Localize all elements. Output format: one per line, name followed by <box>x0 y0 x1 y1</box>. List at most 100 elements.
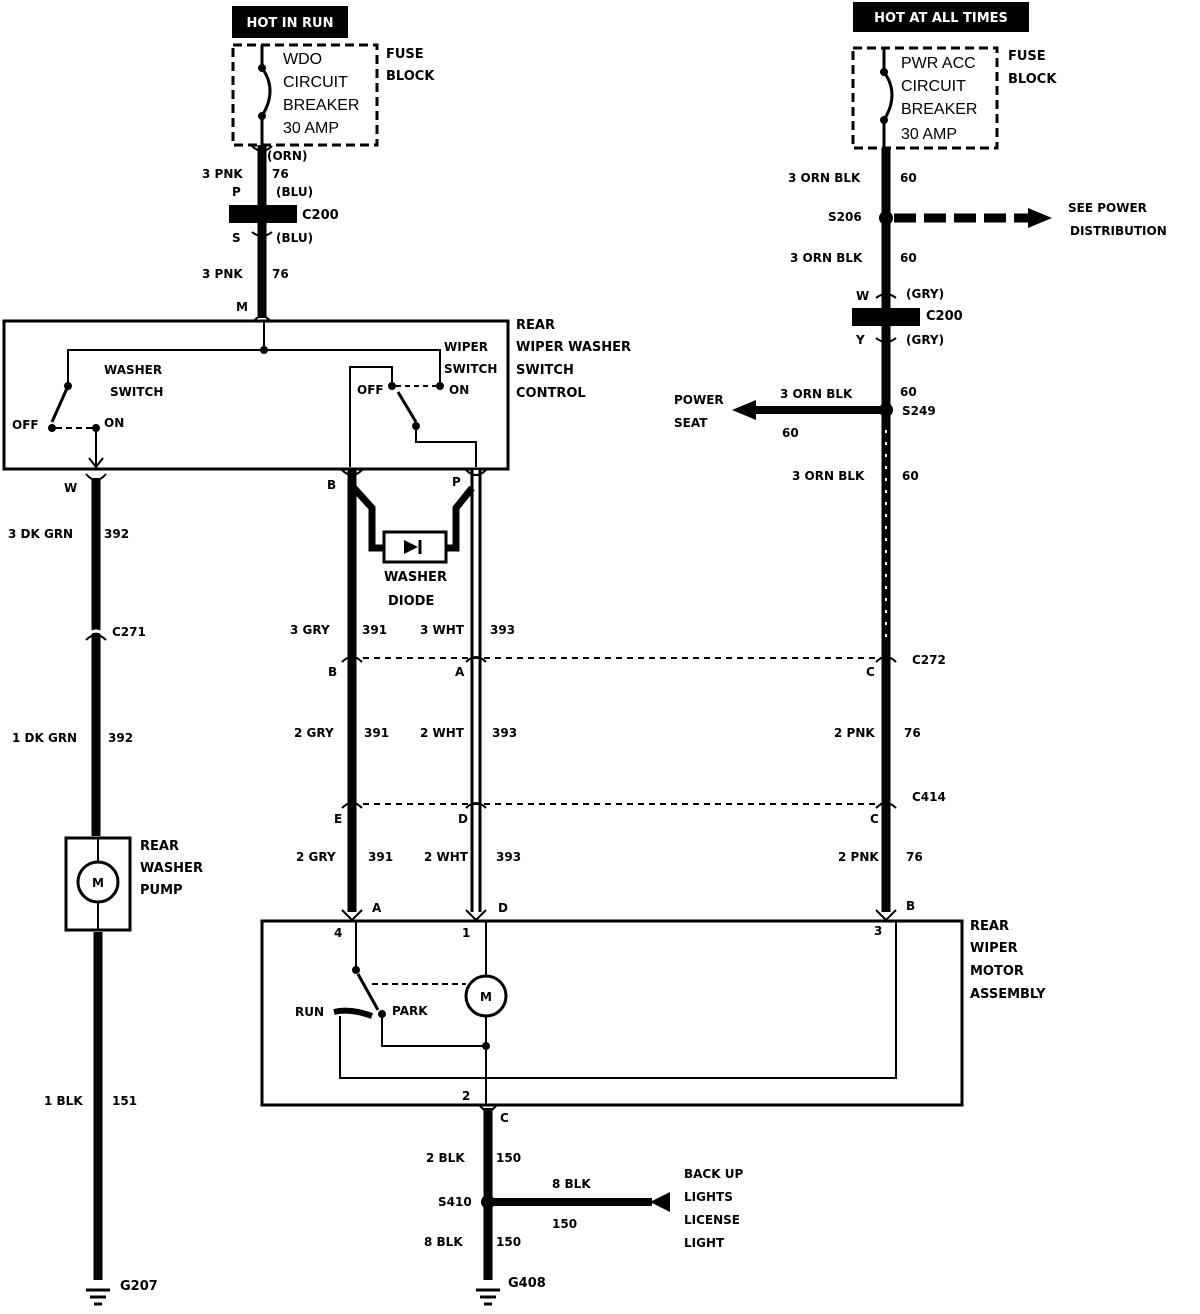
washer-off-label: OFF <box>12 418 39 432</box>
ground-circuit-2: 150 <box>496 1235 521 1249</box>
wiper-motor-symbol: M <box>480 990 492 1004</box>
right-circuit-6: 76 <box>906 850 923 864</box>
ground-wire-1: 2 BLK <box>426 1151 465 1165</box>
hot-at-all-times-label: HOT AT ALL TIMES <box>874 11 1008 26</box>
right-wire-5: 2 PNK <box>834 726 875 740</box>
rear-wiper-washer-switch-control: REAR WIPER WASHER SWITCH CONTROL WASHER … <box>2 318 631 495</box>
orn-note: (ORN) <box>267 149 307 163</box>
gry-wire-1: 3 GRY <box>290 623 330 637</box>
gry-circuit-1: 391 <box>362 623 387 637</box>
right-wire-6: 2 PNK <box>838 850 879 864</box>
hot-at-all-times-banner <box>853 2 1029 32</box>
left-circuit-bottom: 76 <box>272 267 289 281</box>
gry-wire-3: 2 GRY <box>296 850 336 864</box>
gry-y-right: (GRY) <box>906 333 944 347</box>
c271-label: C271 <box>112 625 146 639</box>
c200-right-label: C200 <box>926 309 963 324</box>
pump-label-3: PUMP <box>140 883 183 898</box>
park-label: PARK <box>392 1004 428 1018</box>
washer-diode-symbol <box>382 530 448 564</box>
pin-a3: A <box>372 901 382 915</box>
switch-control-label-1: REAR <box>516 318 555 333</box>
c200-right-connector <box>852 308 920 326</box>
motor-pin-1: 1 <box>462 926 470 940</box>
right-fuse-block-label-2: BLOCK <box>1008 72 1057 87</box>
c200-left-label: C200 <box>302 208 339 223</box>
wht-circuit-1: 393 <box>490 623 515 637</box>
right-circuit-3: 60 <box>900 385 917 399</box>
pin-e: E <box>334 812 342 826</box>
motor-pin-3: 3 <box>874 924 882 938</box>
s206-splice <box>879 211 893 225</box>
side-circuit: 150 <box>552 1217 577 1231</box>
pin-y-right: Y <box>855 333 865 347</box>
right-circuit-5: 76 <box>904 726 921 740</box>
washer-wire-1: 3 DK GRN <box>8 527 73 541</box>
right-wire-2: 3 ORN BLK <box>790 251 863 265</box>
wht-circuit-3: 393 <box>496 850 521 864</box>
pin-c2-right: C <box>870 812 879 826</box>
pump-label-2: WASHER <box>140 861 203 876</box>
pin-w-right: W <box>856 289 869 303</box>
right-fuse-block-label-1: FUSE <box>1008 49 1046 64</box>
right-wire-3: 3 ORN BLK <box>780 387 853 401</box>
pin-b2: B <box>328 665 337 679</box>
right-circuit-2: 60 <box>900 251 917 265</box>
wht-wire-1: 3 WHT <box>420 623 465 637</box>
left-wire-bottom: 3 PNK <box>202 267 243 281</box>
motor-assembly-label-4: ASSEMBLY <box>970 987 1046 1002</box>
g207-label: G207 <box>120 1279 158 1294</box>
switch-control-label-4: CONTROL <box>516 386 586 401</box>
washer-diode-label-1: WASHER <box>384 570 447 585</box>
left-power-source: HOT IN RUN WDO CIRCUIT BREAKER 30 AMP FU… <box>202 6 435 318</box>
gry-circuit-2: 391 <box>364 726 389 740</box>
washer-pump-branch: 3 DK GRN 392 C271 1 DK GRN 392 M REAR WA… <box>8 473 203 1306</box>
wiper-switch-label-2: SWITCH <box>444 362 497 376</box>
blu-s-left: (BLU) <box>276 231 313 245</box>
pwr-breaker-line-4: 30 AMP <box>901 126 957 143</box>
right-wire-4: 3 ORN BLK <box>792 469 865 483</box>
pin-p-left: P <box>232 185 241 199</box>
washer-circuit-1: 392 <box>104 527 129 541</box>
wht-wire-3: 2 WHT <box>424 850 469 864</box>
washer-switch-label-2: SWITCH <box>110 385 163 399</box>
right-wire-1: 3 ORN BLK <box>788 171 861 185</box>
ground-wire-2: 8 BLK <box>424 1235 463 1249</box>
washer-diode-label-2: DIODE <box>388 594 434 609</box>
pump-motor-symbol: M <box>92 876 104 890</box>
motor-ground-branch: 2 BLK 150 S410 8 BLK 150 BACK UP LIGHTS … <box>424 1103 743 1306</box>
breaker-line-3: BREAKER <box>283 97 359 114</box>
pin-m: M <box>236 300 248 314</box>
pin-w-switch: W <box>64 481 77 495</box>
pwr-breaker-line-1: PWR ACC <box>901 55 976 72</box>
s249-splice <box>879 403 893 417</box>
motor-pin-c: C <box>500 1111 509 1125</box>
motor-pin-2: 2 <box>462 1089 470 1103</box>
gry-w-right: (GRY) <box>906 287 944 301</box>
gry-circuit-3: 391 <box>368 850 393 864</box>
c200-left-connector <box>229 205 297 223</box>
washer-wire-3: 1 BLK <box>44 1094 83 1108</box>
run-label: RUN <box>295 1005 324 1019</box>
s410-label: S410 <box>438 1195 472 1209</box>
left-circuit-top: 76 <box>272 167 289 181</box>
backup-label-2: LIGHTS <box>684 1190 733 1204</box>
washer-wire-2: 1 DK GRN <box>12 731 77 745</box>
s206-label: S206 <box>828 210 862 224</box>
middle-wiper-wires: WASHER DIODE 3 GRY 391 3 WHT 393 B A 2 G… <box>290 470 521 915</box>
pin-d3: D <box>498 901 508 915</box>
switch-control-label-2: WIPER WASHER <box>516 340 631 355</box>
hot-in-run-label: HOT IN RUN <box>246 16 333 31</box>
washer-on-label: ON <box>104 416 124 430</box>
pump-label-1: REAR <box>140 839 179 854</box>
backup-label-4: LIGHT <box>684 1236 725 1250</box>
pin-a2: A <box>455 665 465 679</box>
backup-label-3: LICENSE <box>684 1213 740 1227</box>
see-power-label-2: DISTRIBUTION <box>1070 224 1167 238</box>
breaker-line-2: CIRCUIT <box>283 74 348 91</box>
side-wire: 8 BLK <box>552 1177 591 1191</box>
gry-wire-2: 2 GRY <box>294 726 334 740</box>
wiper-off-label: OFF <box>357 383 384 397</box>
wht-circuit-2: 393 <box>492 726 517 740</box>
